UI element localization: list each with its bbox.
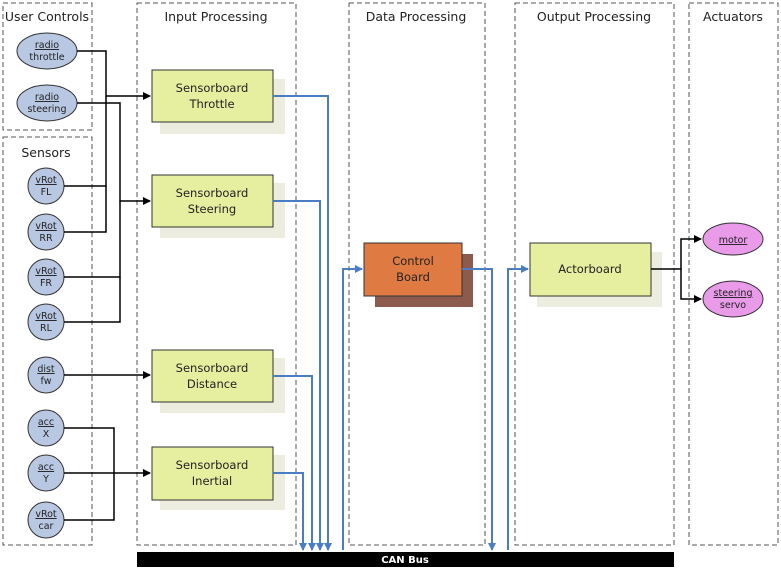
radio-throttle-label-2: throttle (29, 52, 64, 63)
sensorboard-throttle-label-1: Sensorboard (176, 81, 249, 95)
lane-user-controls (2, 2, 93, 131)
sensor-vrot-rr-label-1: vRot (35, 221, 57, 232)
actuator-motor-label: motor (719, 235, 748, 246)
connector-acc-x (64, 427, 115, 473)
can-link-inertial (273, 472, 307, 551)
sensorboard-distance (151, 349, 274, 403)
lane-title-output-processing: Output Processing (537, 9, 651, 24)
sensorboard-inertial-label-1: Sensorboard (176, 458, 249, 472)
sensor-vrot-car-label-2: car (39, 521, 54, 532)
lane-actuators (688, 2, 779, 546)
sensor-acc-x-node (27, 409, 65, 447)
sensorboard-inertial (151, 446, 274, 501)
lane-input-processing (136, 2, 297, 546)
can-link-steering (273, 200, 324, 551)
lane-title-user-controls: User Controls (5, 9, 89, 24)
sensorboard-steering-label-1: Sensorboard (176, 186, 249, 200)
sensorboard-steering (151, 174, 274, 228)
sensorboard-steering-label-2: Steering (188, 202, 236, 216)
sensor-acc-y-node (27, 454, 65, 492)
lane-data-processing (348, 2, 486, 546)
sensorboard-inertial-label-2: Inertial (192, 474, 232, 488)
sensor-vrot-rl-label-1: vRot (35, 311, 57, 322)
sensorboard-throttle (151, 69, 274, 123)
sensor-vrot-rr-label-2: RR (39, 233, 53, 244)
sensor-dist-fw-label-2: fw (41, 376, 52, 387)
lane-title-input-processing: Input Processing (164, 9, 267, 24)
lane-output-processing (514, 2, 675, 546)
connector-radio-throttle (77, 50, 151, 100)
actuator-motor-node (702, 222, 764, 256)
connector-actorboard-motor (651, 235, 702, 270)
actuator-steering-label-1: steering (714, 288, 753, 299)
connector-radio-steering (77, 102, 151, 205)
lane-title-sensors: Sensors (21, 145, 70, 160)
sensor-acc-y-label-2: Y (42, 474, 49, 485)
can-link-distance (273, 375, 316, 551)
connector-vrot-rl (64, 277, 121, 323)
sensor-vrot-fl-label-2: FL (41, 187, 52, 198)
lane-title-data-processing: Data Processing (366, 9, 467, 24)
sensor-dist-fw-node (27, 356, 65, 394)
sensor-vrot-car-label-1: vRot (35, 509, 57, 520)
sensorboard-distance-label-1: Sensorboard (176, 361, 249, 375)
sensor-vrot-fl-node (27, 167, 65, 205)
radio-throttle-node (16, 32, 78, 70)
can-bus-label: CAN Bus (381, 555, 429, 566)
connector-vrot-car (64, 473, 115, 521)
sensor-vrot-rl-node (27, 303, 65, 341)
can-link-to-control (342, 265, 363, 550)
radio-steering-label-2: steering (28, 104, 67, 115)
can-bus-bar (137, 552, 674, 567)
sensor-dist-fw-label-1: dist (37, 364, 55, 375)
sensor-vrot-fr-label-1: vRot (35, 266, 57, 277)
control-board (363, 242, 463, 297)
lane-title-actuators: Actuators (703, 9, 763, 24)
control-board-label-2: Board (396, 270, 430, 284)
control-board-label-1: Control (392, 254, 434, 268)
sensorboard-throttle-label-2: Throttle (188, 97, 234, 111)
connector-actorboard-servo (680, 269, 702, 303)
sensor-vrot-fl-label-1: vRot (35, 175, 57, 186)
radio-steering-label-1: radio (35, 92, 59, 103)
sensor-vrot-rr-node (27, 213, 65, 251)
actorboard-label: Actorboard (558, 262, 621, 276)
sensor-acc-x-label-1: acc (38, 417, 54, 428)
sensor-vrot-fr-label-2: FR (40, 278, 52, 289)
lane-sensors (2, 136, 93, 546)
actuator-steering-servo-node (702, 280, 764, 318)
can-link-from-control (462, 268, 496, 551)
actorboard (529, 242, 652, 297)
radio-throttle-label-1: radio (35, 40, 59, 51)
sensorboard-distance-label-2: Distance (187, 377, 237, 391)
sensor-acc-y-label-1: acc (38, 462, 54, 473)
can-link-to-actorboard (507, 265, 529, 550)
sensor-vrot-car-node (27, 501, 65, 539)
sensor-vrot-rl-label-2: RL (40, 323, 53, 334)
can-link-throttle (273, 95, 332, 551)
sensor-vrot-fr-node (27, 258, 65, 296)
radio-steering-node (16, 84, 78, 122)
sensor-acc-x-label-2: X (43, 429, 50, 440)
actuator-steering-label-2: servo (720, 300, 746, 311)
connector-vrot-rr (64, 186, 107, 233)
